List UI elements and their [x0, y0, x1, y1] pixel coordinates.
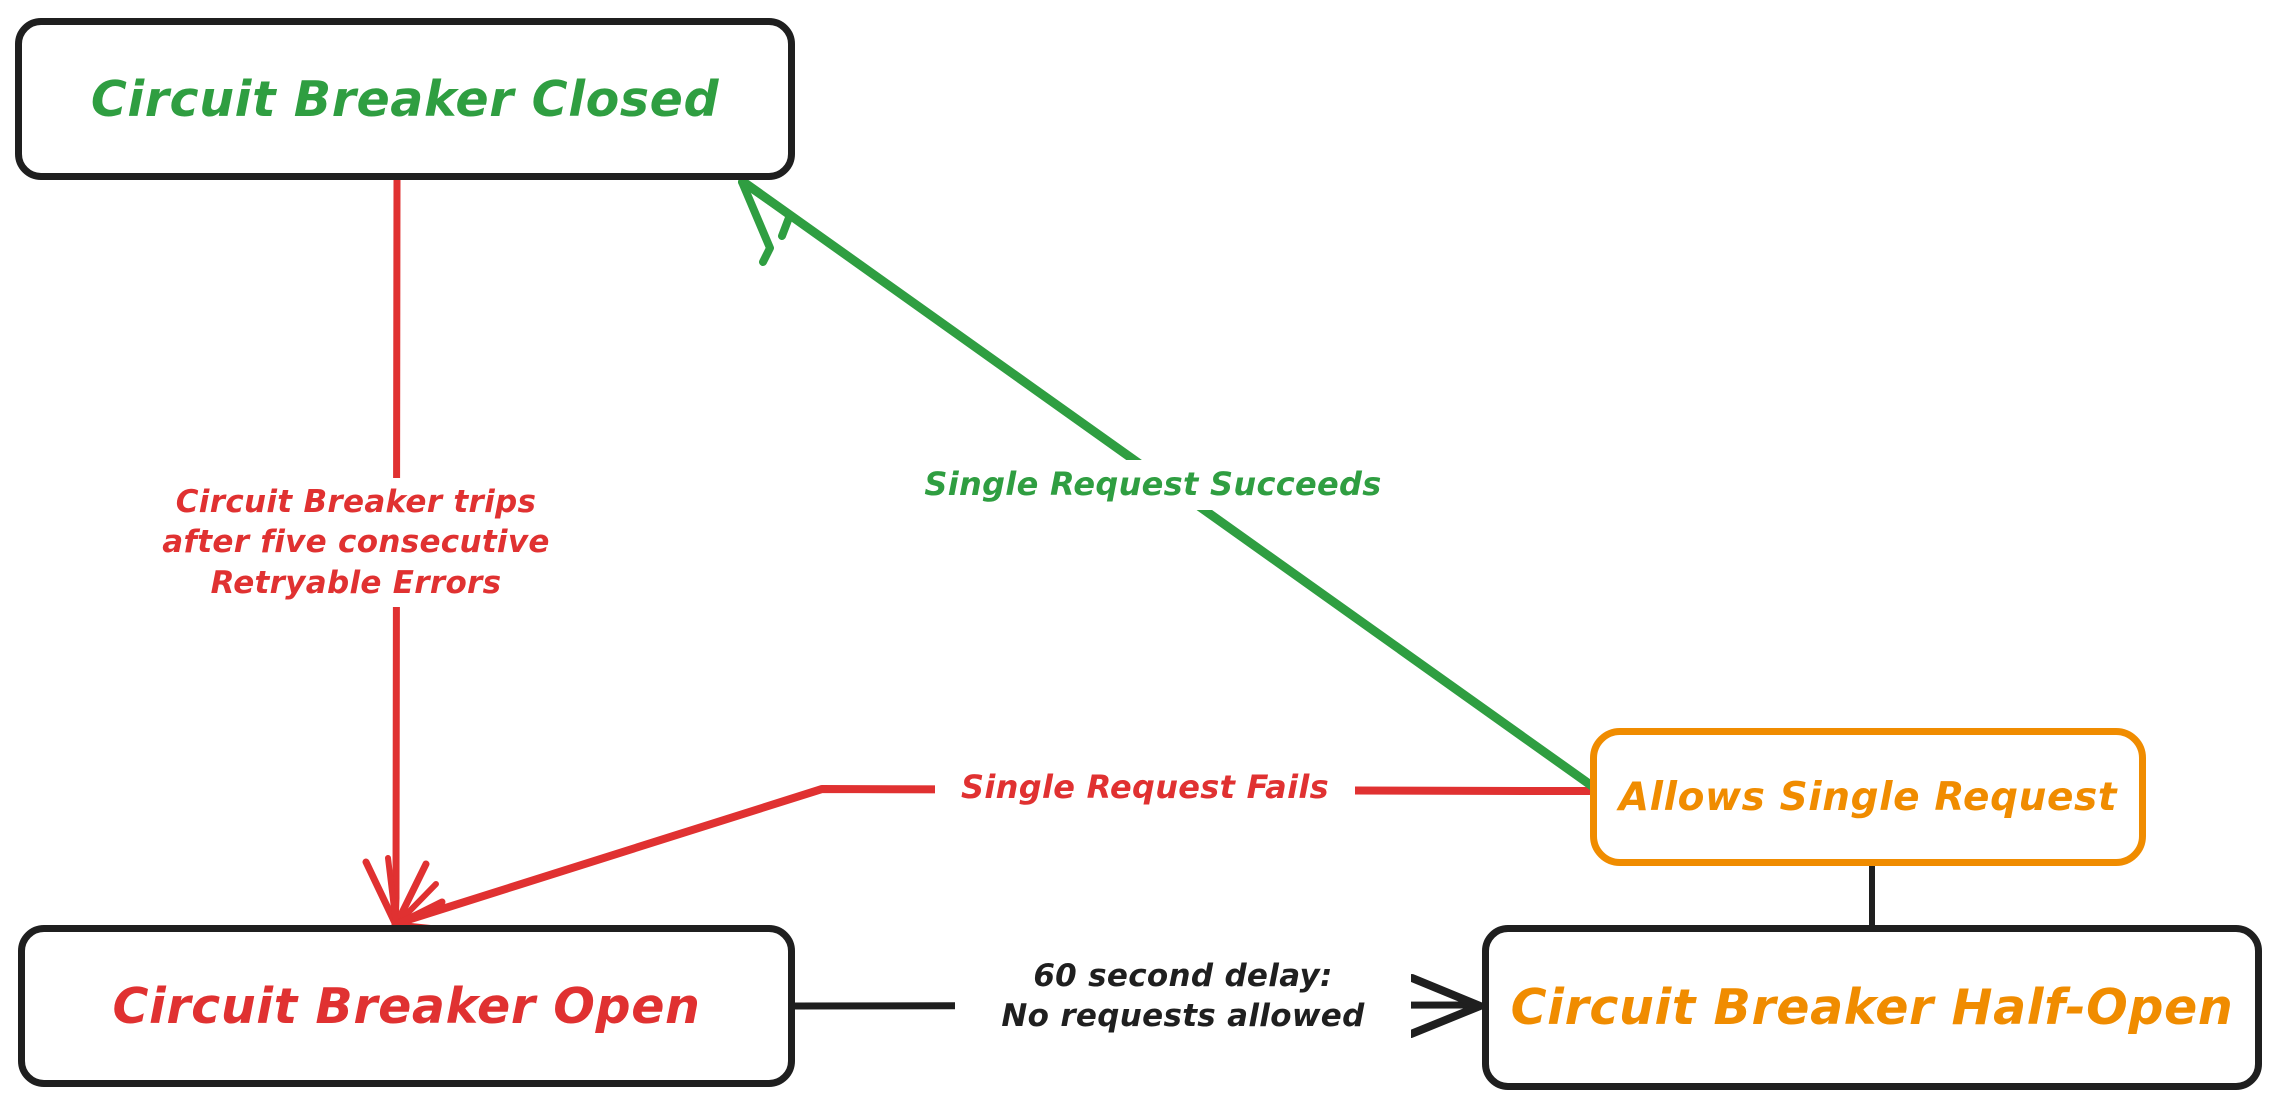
edge-label-single-request-fails: Single Request Fails [935, 762, 1355, 814]
edge-label-single-request-succeeds: Single Request Succeeds [900, 460, 1406, 510]
node-circuit-breaker-closed[interactable]: Circuit Breaker Closed [15, 18, 795, 180]
node-allows-single-request[interactable]: Allows Single Request [1590, 728, 2146, 866]
edge-label-60-second-delay: 60 second delay: No requests allowed [955, 952, 1411, 1041]
node-circuit-breaker-open[interactable]: Circuit Breaker Open [18, 925, 795, 1087]
node-label-closed: Circuit Breaker Closed [90, 70, 720, 128]
node-label-allows-single-request: Allows Single Request [1618, 774, 2118, 820]
node-label-half-open: Circuit Breaker Half-Open [1510, 979, 2234, 1036]
node-circuit-breaker-half-open[interactable]: Circuit Breaker Half-Open [1482, 925, 2262, 1090]
node-label-open: Circuit Breaker Open [112, 977, 701, 1035]
edge-label-circuit-breaker-trips: Circuit Breaker trips after five consecu… [150, 478, 562, 607]
